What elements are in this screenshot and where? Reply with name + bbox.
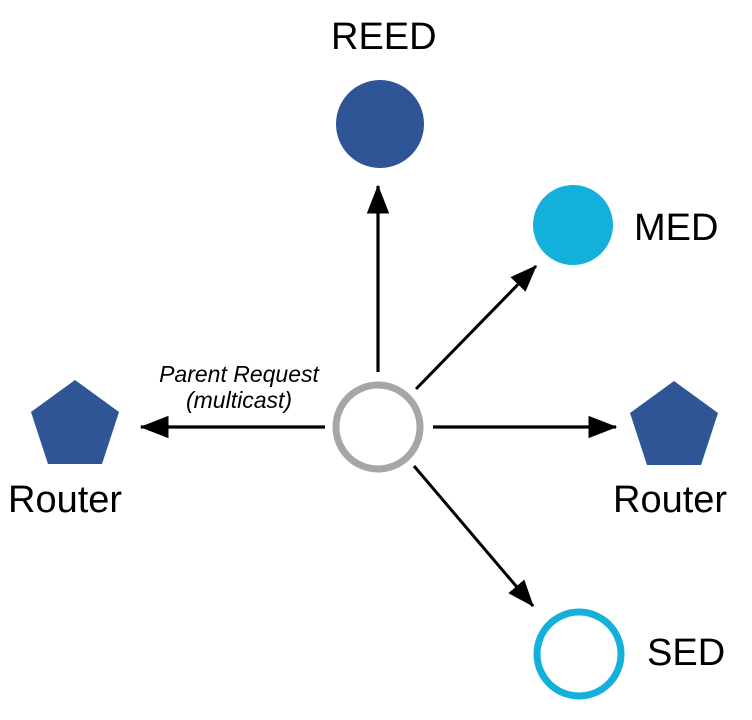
node-med[interactable] xyxy=(533,185,613,265)
edge-to-sed xyxy=(412,465,535,607)
edge-group xyxy=(139,184,618,607)
node-label-med: MED xyxy=(634,207,719,249)
edge-label-line-1: Parent Request xyxy=(159,361,319,387)
node-reed[interactable] xyxy=(336,80,424,168)
node-router-left[interactable] xyxy=(31,380,119,464)
edge-to-med xyxy=(414,264,538,391)
node-group xyxy=(31,80,718,700)
edge-label-parent-request: Parent Request (multicast) xyxy=(149,361,329,414)
edge-label-line-2: (multicast) xyxy=(185,386,293,413)
node-label-sed: SED xyxy=(647,632,726,674)
node-joining-device[interactable] xyxy=(332,381,424,473)
node-label-reed: REED xyxy=(331,16,437,58)
node-sed[interactable] xyxy=(533,608,625,700)
node-label-router-right: Router xyxy=(613,479,728,521)
node-router-right[interactable] xyxy=(630,381,718,465)
node-label-router-left: Router xyxy=(8,479,123,521)
